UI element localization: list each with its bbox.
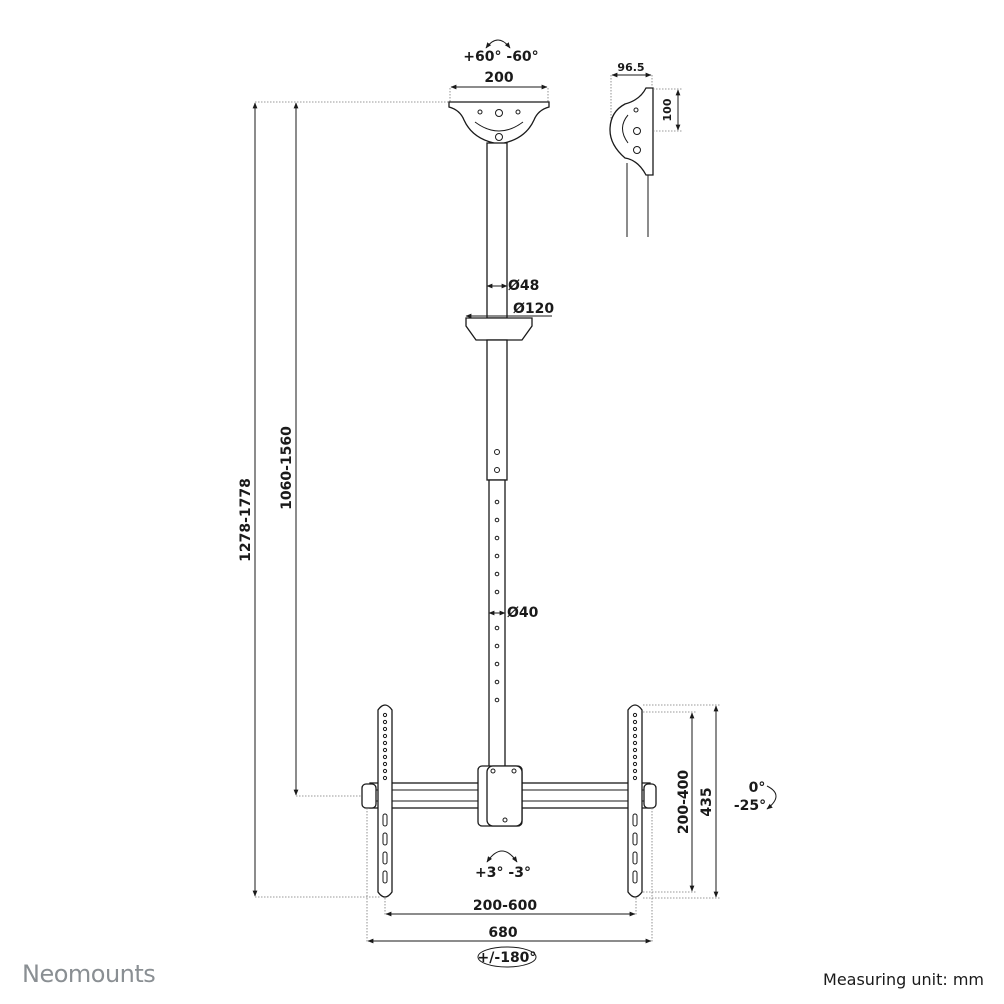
total-width-label: 680 bbox=[488, 925, 517, 941]
tilt-b-label: -25° bbox=[734, 798, 766, 814]
brand-logo: Neomounts bbox=[22, 960, 156, 988]
rotation-top-label: +60° -60° bbox=[463, 49, 538, 65]
lower-diameter-label: Ø40 bbox=[507, 605, 539, 621]
top-rotation-indicator: +60° -60° bbox=[463, 39, 539, 65]
measuring-unit: Measuring unit: mm bbox=[823, 970, 984, 989]
pole-height-label: 1060-1560 bbox=[279, 426, 295, 510]
plate-width-label: 200 bbox=[484, 70, 513, 86]
vesa-vertical-label: 200-400 bbox=[676, 770, 692, 835]
collar-diameter-label: Ø120 bbox=[513, 301, 554, 317]
upper-diameter-label: Ø48 bbox=[508, 278, 539, 294]
rail-height-label: 435 bbox=[699, 787, 715, 816]
ceiling-plate bbox=[448, 101, 550, 145]
width-dimensions: 200-600 680 +/-180° bbox=[366, 808, 653, 968]
vesa-horizontal-label: 200-600 bbox=[473, 898, 538, 914]
total-height-label: 1278-1778 bbox=[238, 478, 254, 562]
pole-holes bbox=[494, 499, 500, 703]
tilt-a-label: 0° bbox=[749, 780, 766, 796]
level-label: +3° -3° bbox=[475, 865, 531, 881]
tv-bracket bbox=[361, 704, 657, 898]
rail-dimensions: 200-400 435 0° -25° bbox=[643, 704, 777, 899]
swivel-label: +/-180° bbox=[478, 950, 537, 966]
total-height-dimension: 1278-1778 1060-1560 bbox=[238, 101, 449, 898]
plate-width-dimension: 200 bbox=[449, 70, 549, 102]
pole bbox=[465, 142, 533, 771]
side-height-label: 100 bbox=[661, 98, 674, 121]
rail-holes bbox=[382, 712, 638, 884]
side-depth-label: 96.5 bbox=[617, 61, 644, 74]
side-view: 96.5 100 bbox=[609, 61, 682, 237]
